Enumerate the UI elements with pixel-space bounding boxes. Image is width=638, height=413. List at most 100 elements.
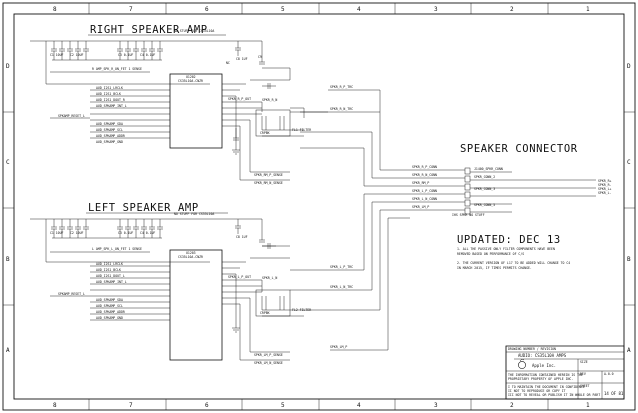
note-line: IN MARCH 2015, IF TIMES PERMITS CHANGE. [457,266,532,270]
company-name: Apple Inc. [532,363,556,368]
svg-text:SPKR_L+: SPKR_L+ [598,187,612,191]
svg-text:SPKR_R_P_OUT: SPKR_R_P_OUT [228,97,251,101]
svg-text:SPKAMP_RESET_L: SPKAMP_RESET_L [58,114,85,118]
zone-row-label: D [627,63,631,70]
svg-text:C2 10UF: C2 10UF [70,231,84,235]
column-labels-bottom: 8 7 6 5 4 3 2 1 [53,402,590,409]
svg-text:SPKAMP_RESET_L: SPKAMP_RESET_L [58,292,85,296]
svg-text:CS35L10A-CNZR: CS35L10A-CNZR [178,79,203,83]
svg-text:C8 1UF: C8 1UF [236,235,248,239]
svg-text:SPKR_L_P_TRC: SPKR_L_P_TRC [330,265,353,269]
sheet-number: 14 OF 81 [604,391,624,396]
svg-text:CS35L10A-CNZR: CS35L10A-CNZR [178,255,203,259]
svg-text:SPKR_LM_P: SPKR_LM_P [412,205,429,209]
zone-row-label: C [6,159,10,166]
zone-col-label: 2 [510,402,514,409]
svg-text:C3 0.1UF: C3 0.1UF [118,53,133,57]
title-block: DRAWING NUMBER / REVISION AUDIO: CS35L10… [505,345,625,400]
svg-text:J1400_SPKR_CONN: J1400_SPKR_CONN [474,167,503,171]
size-label: SIZE [580,360,588,364]
svg-text:NO STUFF FOR CS35L10A: NO STUFF FOR CS35L10A [174,29,214,33]
svg-text:C4 0.1UF: C4 0.1UF [140,231,155,235]
title-block-title: AUDIO: CS35L10A AMPS [518,353,567,358]
svg-text:II NOT TO REPRODUCE OR COPY IT: II NOT TO REPRODUCE OR COPY IT [508,389,566,393]
svg-text:SPKR_R+: SPKR_R+ [598,179,612,183]
zone-col-label: 5 [281,6,285,13]
svg-text:I TO MAINTAIN THE DOCUMENT IN: I TO MAINTAIN THE DOCUMENT IN CONFIDENCE [508,385,585,389]
svg-text:C3 0.1UF: C3 0.1UF [118,231,133,235]
svg-text:CRPBK: CRPBK [260,311,270,315]
note-line: 1. ALL THE PASSIVE ONLY FILTER COMPONENT… [457,247,555,251]
svg-text:C1 10UF: C1 10UF [50,53,64,57]
zone-col-label: 5 [281,402,285,409]
zone-col-label: 7 [129,402,133,409]
speaker-connector-circuit: SPKR_R_P_CONN SPKR_R_N_CONN SPKR_RM_P SP… [300,85,612,351]
svg-text:C9: C9 [258,55,262,59]
svg-text:AUD_SPKAMP_GND: AUD_SPKAMP_GND [96,140,123,144]
svg-text:C1 10UF: C1 10UF [50,231,64,235]
svg-text:SPKR_L_N: SPKR_L_N [262,276,277,280]
zone-col-label: 6 [205,402,209,409]
svg-text:SPKR_L_P_CONN: SPKR_L_P_CONN [412,189,437,193]
left-amp-title: LEFT SPEAKER AMP [88,202,199,214]
svg-text:AUD_I2S1_DOUT_L: AUD_I2S1_DOUT_L [96,274,125,278]
svg-text:C8 1UF: C8 1UF [236,57,248,61]
svg-text:AUD_SPKAMP_INT_L: AUD_SPKAMP_INT_L [96,104,127,108]
svg-text:AUD_SPKAMP_ADDR: AUD_SPKAMP_ADDR [96,134,125,138]
svg-text:SPKR_LM_P: SPKR_LM_P [330,345,347,349]
svg-text:AUD_SPKAMP_SCL: AUD_SPKAMP_SCL [96,128,123,132]
zone-row-label: A [6,347,10,354]
zone-col-label: 4 [357,402,361,409]
svg-text:SPKR_R_N: SPKR_R_N [262,98,277,102]
svg-text:SPKR_RM_N_SENSE: SPKR_RM_N_SENSE [254,181,283,185]
zone-col-label: 8 [53,402,57,409]
revision-notes: 1. ALL THE PASSIVE ONLY FILTER COMPONENT… [457,247,570,270]
svg-text:SPKR_R-: SPKR_R- [598,183,612,187]
svg-text:SPKR_R_N_CONN: SPKR_R_N_CONN [412,173,437,177]
svg-text:FL2 FILTER: FL2 FILTER [292,308,311,312]
zone-col-label: 8 [53,6,57,13]
svg-text:AUD_I2S1_LRCLK: AUD_I2S1_LRCLK [96,86,123,90]
svg-text:SPKR_LM_P_SENSE: SPKR_LM_P_SENSE [254,353,283,357]
note-line: REMOVED BASED ON PERFORMANCE OF C/S [457,252,524,256]
svg-text:AUD_SPKAMP_INT_L: AUD_SPKAMP_INT_L [96,280,127,284]
zone-col-label: 4 [357,6,361,13]
right-amp-title: RIGHT SPEAKER AMP [90,24,208,36]
updated-title: UPDATED: DEC 13 [457,234,561,246]
svg-text:THE INFORMATION CONTAINED HERE: THE INFORMATION CONTAINED HEREIN IS THE [508,373,583,377]
svg-text:PROPRIETARY PROPERTY OF APPLE: PROPRIETARY PROPERTY OF APPLE INC. [508,377,573,381]
svg-text:DRAWING NUMBER / REVISION: DRAWING NUMBER / REVISION [508,347,556,351]
sheet-label: SHEET [580,384,590,388]
svg-text:SPKR_R_P_TRC: SPKR_R_P_TRC [330,85,353,89]
svg-text:AUD_I2S1_BCLK: AUD_I2S1_BCLK [96,268,121,272]
note-line: 2. THE CURRENT VERSION OF L17 TO BE ADDE… [457,261,570,265]
svg-text:L AMP_SPK_L_ON_FET 1 SENSE: L AMP_SPK_L_ON_FET 1 SENSE [92,247,142,251]
zone-col-label: 6 [205,6,209,13]
svg-text:AUD_SPKAMP_SDA: AUD_SPKAMP_SDA [96,298,123,302]
svg-text:SPKR_RM_P: SPKR_RM_P [412,181,429,185]
svg-text:U1203: U1203 [186,251,196,255]
zone-row-label: A [627,347,631,354]
zone-col-label: 1 [586,402,590,409]
svg-text:SPKR_RM_P_SENSE: SPKR_RM_P_SENSE [254,173,283,177]
svg-text:AUD_SPKAMP_SDA: AUD_SPKAMP_SDA [96,122,123,126]
svg-text:SPKR_L_P_OUT: SPKR_L_P_OUT [228,275,251,279]
svg-text:C4 0.1UF: C4 0.1UF [140,53,155,57]
svg-text:AUD_SPKAMP_ADDR: AUD_SPKAMP_ADDR [96,310,125,314]
svg-text:SPKR_CONN_3: SPKR_CONN_3 [474,187,495,191]
zone-col-label: 3 [434,402,438,409]
svg-text:SPKR_R_P_CONN: SPKR_R_P_CONN [412,165,437,169]
svg-text:IHS SPKR NO STUFF: IHS SPKR NO STUFF [452,213,485,217]
column-labels-top: 8 7 6 5 4 3 2 1 [53,6,590,13]
rev-label: REV [580,372,586,376]
svg-text:AUD_I2S1_LRCLK: AUD_I2S1_LRCLK [96,262,123,266]
svg-text:U1202: U1202 [186,75,196,79]
zone-col-label: 2 [510,6,514,13]
zone-row-label: B [627,256,631,263]
zone-row-label: D [6,63,10,70]
svg-text:AUD_SPKAMP_SCL: AUD_SPKAMP_SCL [96,304,123,308]
svg-text:R AMP_SPK_R_ON_FET 1 SENSE: R AMP_SPK_R_ON_FET 1 SENSE [92,67,142,71]
